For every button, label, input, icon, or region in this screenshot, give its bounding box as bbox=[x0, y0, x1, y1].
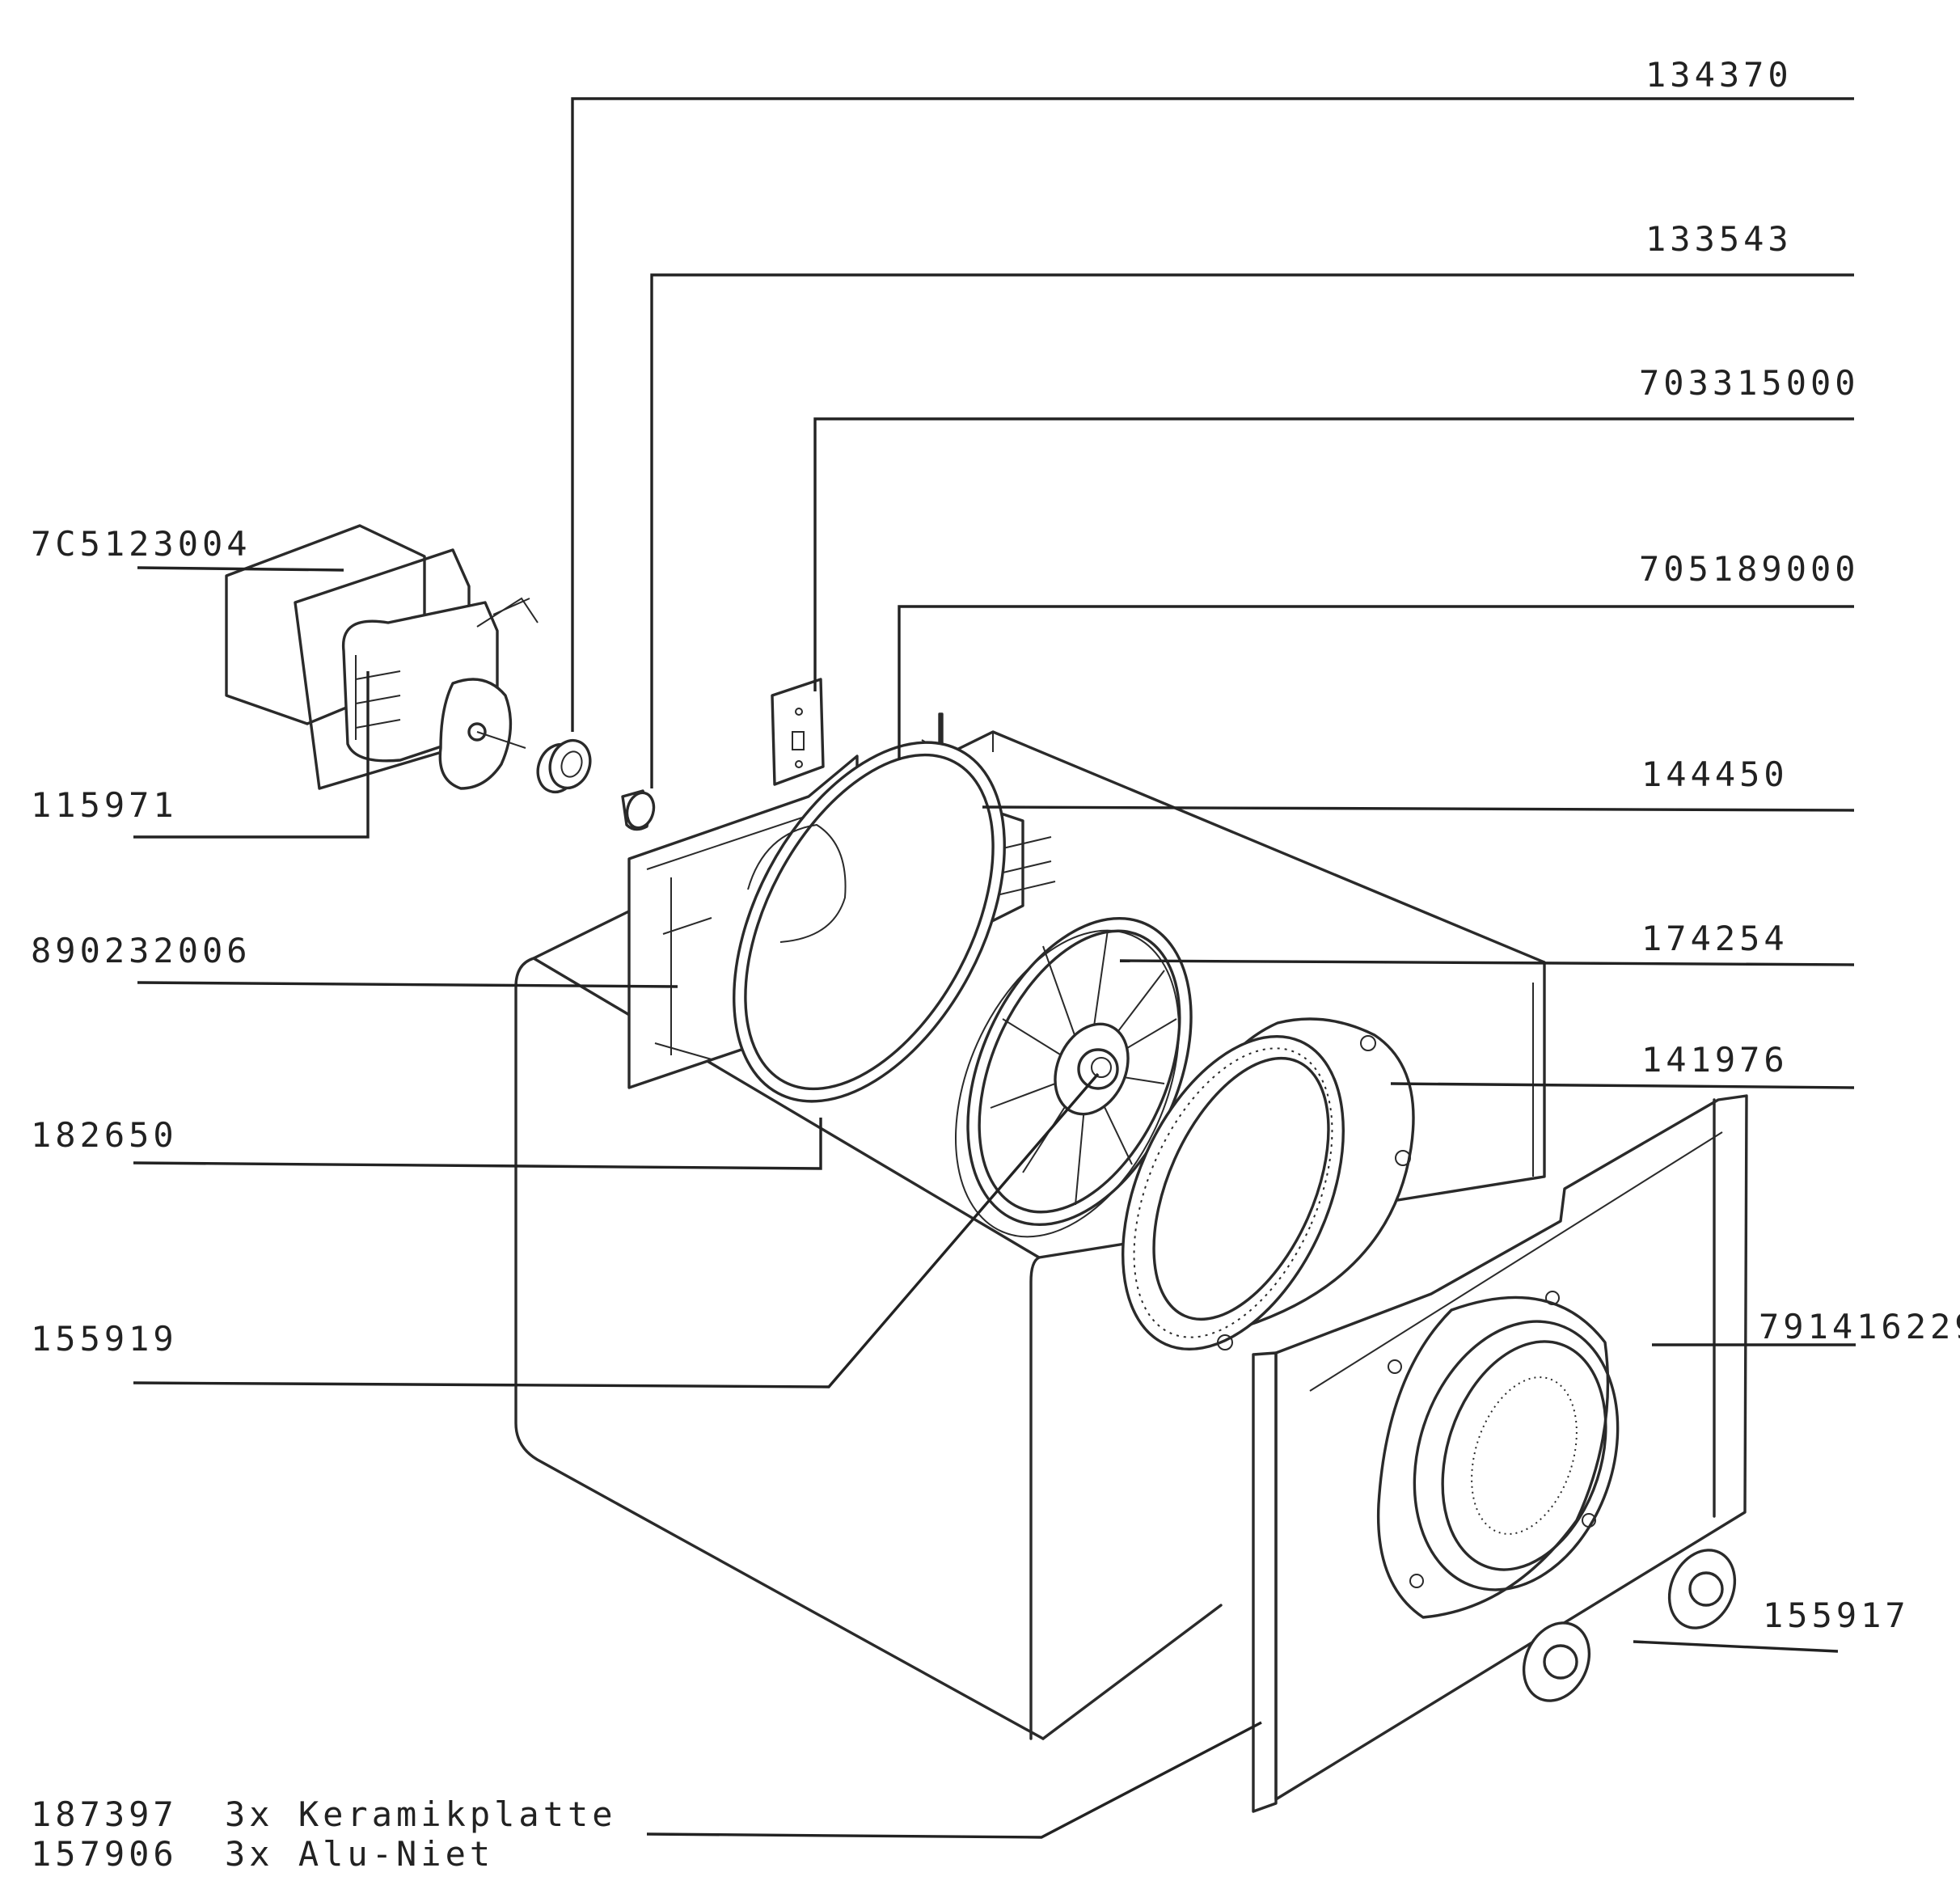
label-705123004: 7C5123004 bbox=[31, 524, 251, 564]
front-cover-plate bbox=[1252, 1094, 1748, 1813]
motor-flange bbox=[438, 678, 526, 790]
terminal-block bbox=[771, 678, 825, 786]
label-141976: 141976 bbox=[1641, 1040, 1789, 1080]
label-791416229: 791416229 bbox=[1759, 1307, 1960, 1346]
leader-155917 bbox=[1633, 1640, 1839, 1653]
ring-gasket bbox=[733, 741, 1006, 1103]
shaft-bushing bbox=[536, 738, 592, 794]
label-890232006: 890232006 bbox=[31, 931, 251, 970]
leader-155919 bbox=[133, 1072, 1100, 1388]
insulation-ring bbox=[1122, 1017, 1415, 1351]
note-description: 3x Alu-Niet bbox=[225, 1834, 494, 1874]
leader-705189000 bbox=[898, 605, 1854, 760]
callout-labels: 134370 133543 703315000 705189000 144450… bbox=[31, 55, 1960, 1635]
label-144450: 144450 bbox=[1641, 754, 1789, 794]
label-115971: 115971 bbox=[31, 785, 178, 825]
label-705189000: 705189000 bbox=[1639, 549, 1860, 589]
leader-705123004 bbox=[137, 566, 344, 572]
note-part-number: 157906 bbox=[31, 1834, 178, 1874]
nut-pair bbox=[1522, 1549, 1737, 1702]
leader-141976 bbox=[1390, 1082, 1855, 1089]
label-134370: 134370 bbox=[1645, 55, 1793, 95]
label-182650: 182650 bbox=[31, 1115, 178, 1155]
leader-134370 bbox=[571, 97, 1854, 732]
leader-notes bbox=[646, 1721, 1262, 1839]
note-part-number: 187397 bbox=[31, 1794, 178, 1834]
label-155917: 155917 bbox=[1763, 1596, 1910, 1635]
leader-182650 bbox=[133, 1118, 822, 1170]
vent-housing bbox=[1376, 1291, 1620, 1619]
leader-890232006 bbox=[137, 981, 678, 988]
leader-133543 bbox=[650, 273, 1854, 788]
leader-144450 bbox=[982, 805, 1855, 812]
motor-assembly bbox=[225, 524, 539, 790]
leader-174254 bbox=[1119, 959, 1855, 966]
label-174254: 174254 bbox=[1641, 919, 1789, 958]
leader-115971 bbox=[133, 671, 370, 839]
leader-703315000 bbox=[813, 417, 1854, 691]
note-description: 3x Keramikplatte bbox=[225, 1794, 617, 1834]
parts-notes: 187397 3x Keramikplatte 157906 3x Alu-Ni… bbox=[31, 1794, 617, 1874]
leader-lines bbox=[133, 97, 1856, 1839]
cap-part bbox=[621, 789, 656, 831]
label-703315000: 703315000 bbox=[1639, 363, 1860, 403]
label-133543: 133543 bbox=[1645, 219, 1793, 259]
label-155919: 155919 bbox=[31, 1319, 178, 1359]
